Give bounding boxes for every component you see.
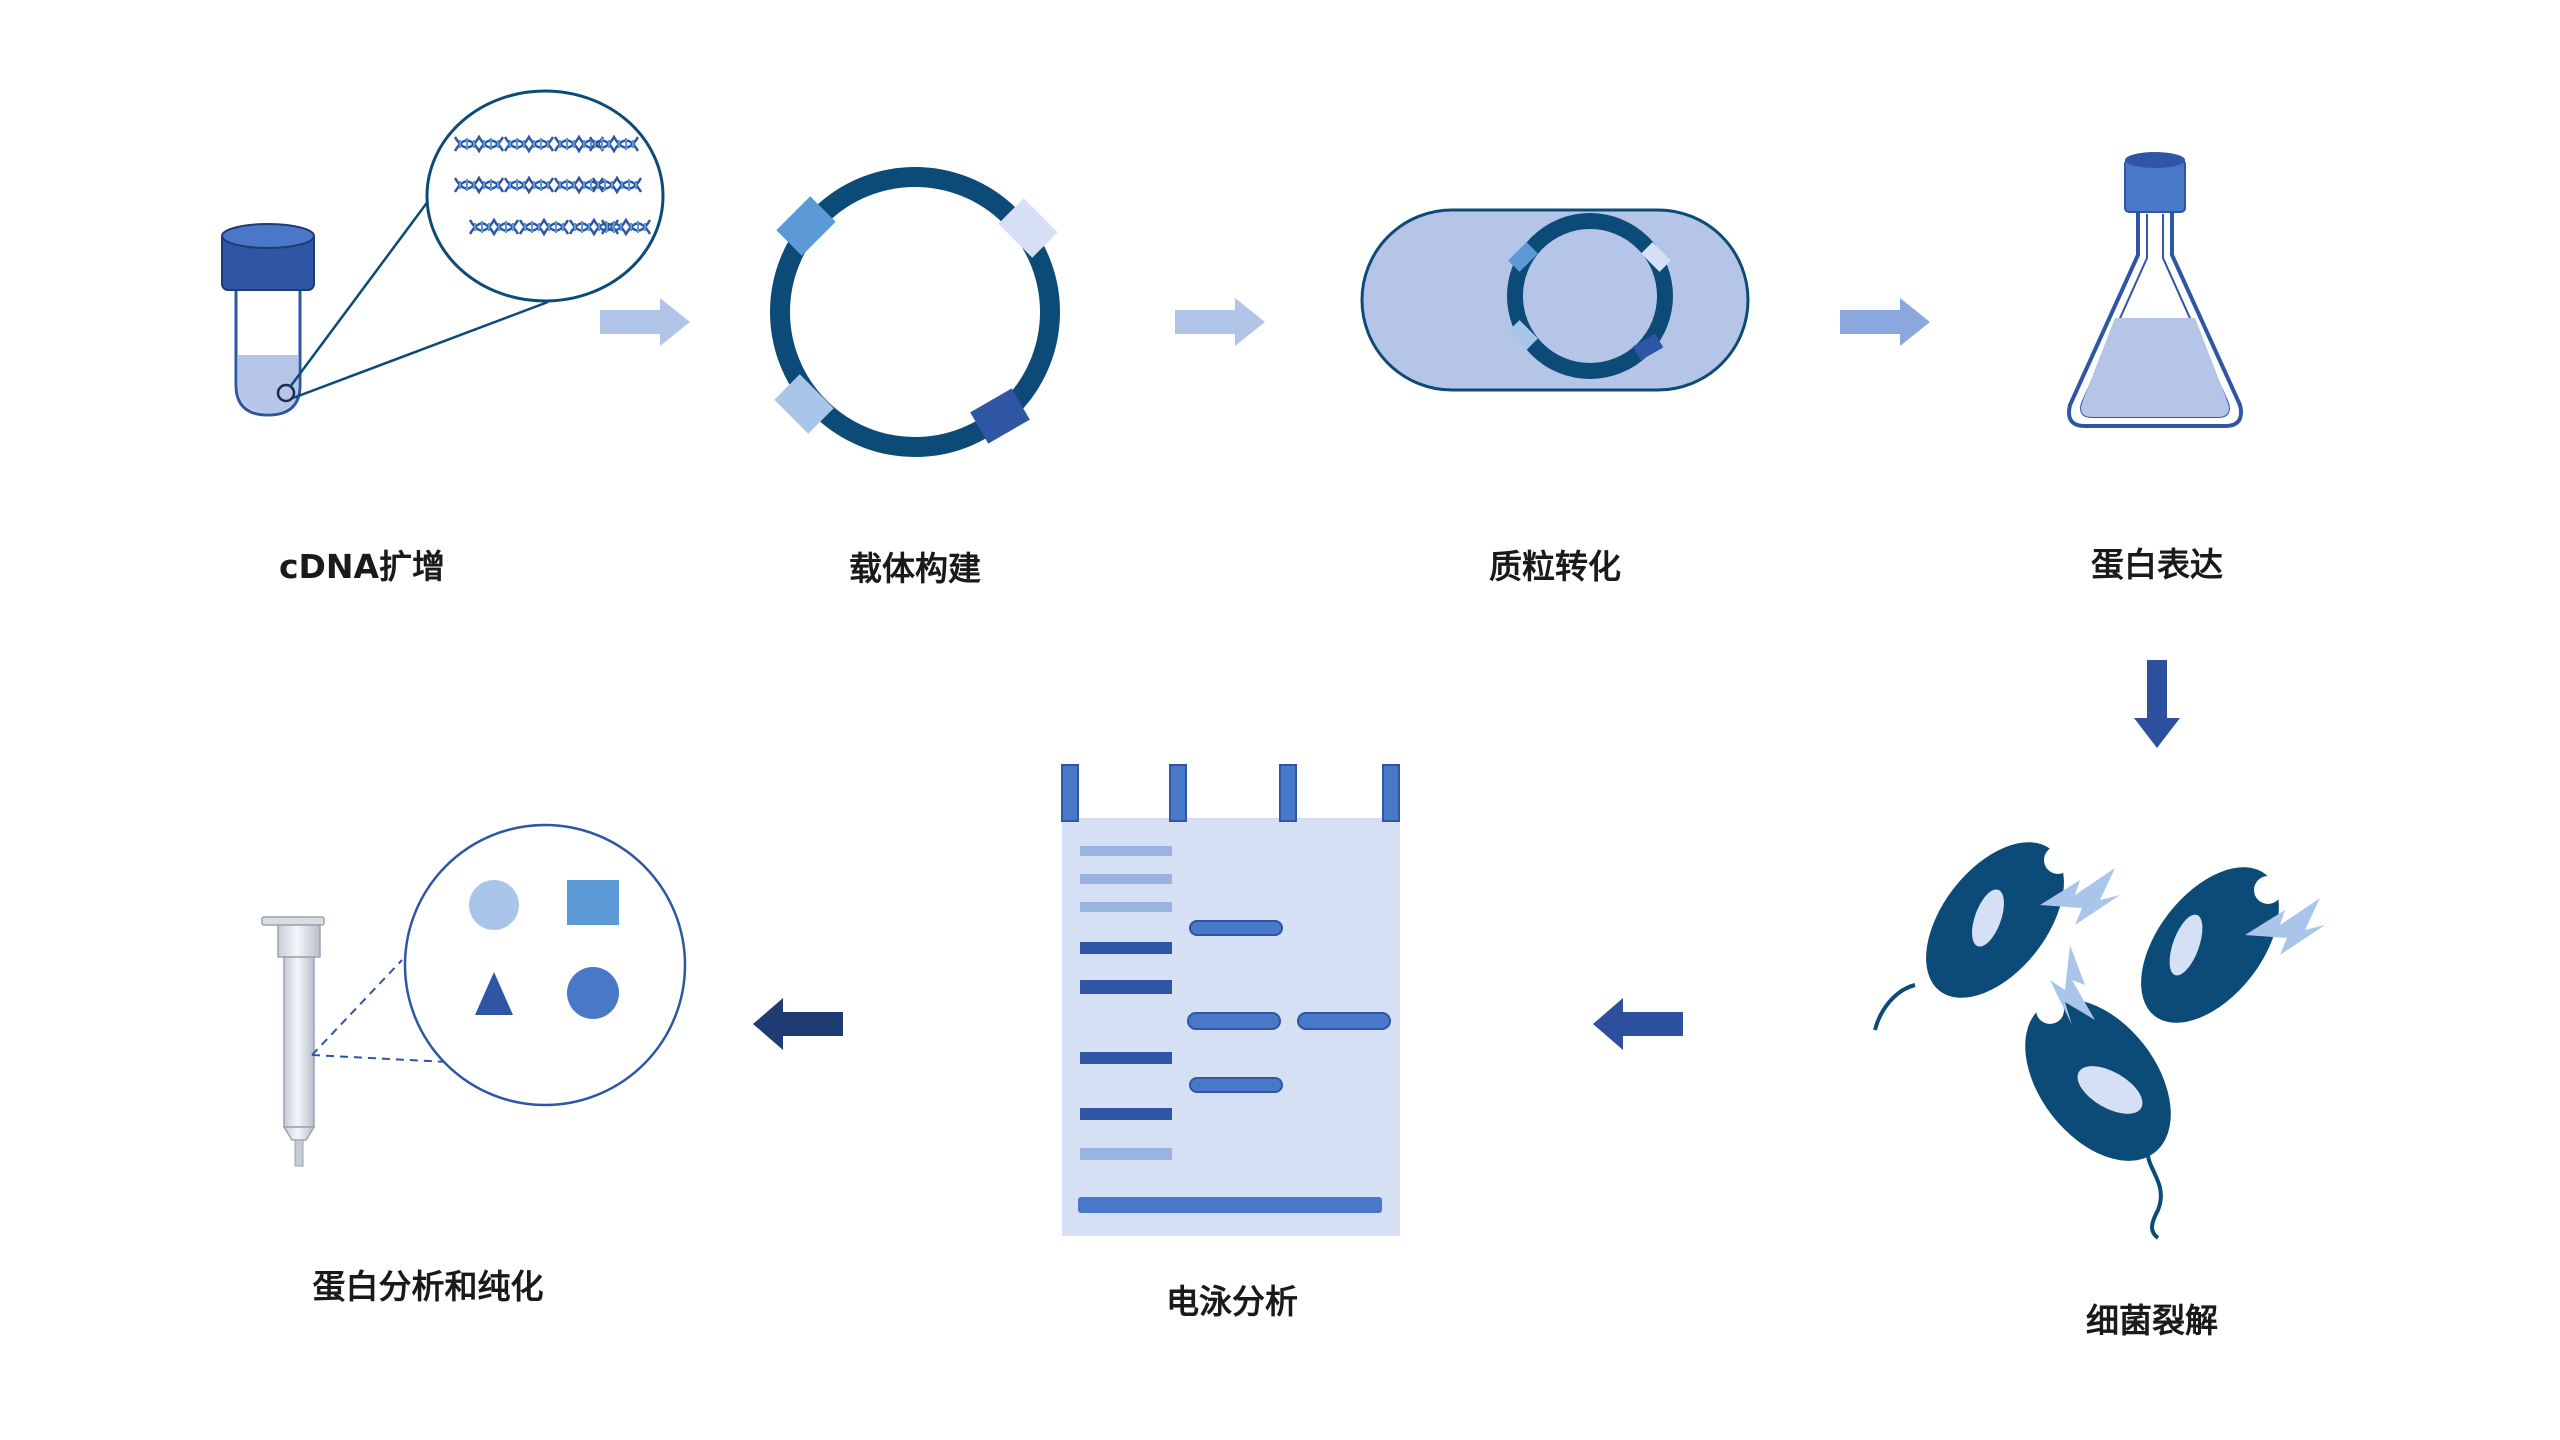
flow-arrow-5: [1593, 998, 1683, 1050]
gel-well: [1382, 764, 1400, 822]
lysed-bacterium-1: [1873, 842, 2120, 1031]
flow-arrow-4: [2134, 660, 2180, 748]
flow-arrow-3: [1840, 298, 1930, 346]
gel-well: [1169, 764, 1187, 822]
gel-well: [1061, 764, 1079, 822]
protein-triangle-icon: [475, 972, 513, 1015]
zoom-lines: [311, 959, 449, 1063]
erlenmeyer-flask-icon: [2067, 152, 2243, 428]
step-label-purification: 蛋白分析和纯化: [313, 1267, 544, 1306]
bacterium-capsule-icon: [1360, 208, 1750, 392]
flow-arrow-2: [1175, 298, 1265, 346]
sample-bands: [1187, 920, 1391, 1093]
protein-circle-icon: [469, 880, 519, 930]
flow-arrow-6: [753, 998, 843, 1050]
protein-dot-icon: [567, 967, 619, 1019]
step-label-vector: 载体构建: [849, 549, 981, 588]
test-tube-icon: [221, 223, 315, 417]
plasmid-ring-icon: [770, 167, 1060, 457]
electrophoresis-gel-icon: [1061, 764, 1400, 1236]
ladder-bands: [1080, 846, 1172, 1160]
step-bacterial-lysis: 细菌裂解: [1873, 842, 2325, 1340]
step-electrophoresis: 电泳分析: [1061, 764, 1400, 1321]
step-label-expression: 蛋白表达: [2091, 545, 2223, 584]
step-label-cdna: cDNA扩增: [279, 547, 445, 586]
step-label-transformation: 质粒转化: [1489, 547, 1621, 586]
step-label-electrophoresis: 电泳分析: [1166, 1282, 1298, 1321]
step-cdna-amplification: cDNA扩增: [221, 89, 665, 586]
step-plasmid-transformation: 质粒转化: [1360, 208, 1750, 586]
step-vector-construction: 载体构建: [770, 167, 1060, 588]
lysed-bacterium-3: [2025, 945, 2171, 1240]
gel-well: [1279, 764, 1297, 822]
dna-magnifier-icon: [425, 89, 665, 303]
purification-column-icon: [261, 916, 325, 1167]
flow-arrow-1: [600, 298, 690, 346]
step-label-lysis: 细菌裂解: [2086, 1301, 2218, 1340]
step-protein-expression: 蛋白表达: [2067, 152, 2243, 584]
protein-magnifier-icon: [403, 823, 687, 1107]
protein-square-icon: [567, 880, 619, 925]
step-protein-purification: 蛋白分析和纯化: [261, 823, 687, 1306]
lysed-bacterium-2: [2141, 867, 2325, 1023]
gel-dye-front: [1078, 1197, 1382, 1213]
lysed-bacteria-icon: [1873, 842, 2325, 1240]
